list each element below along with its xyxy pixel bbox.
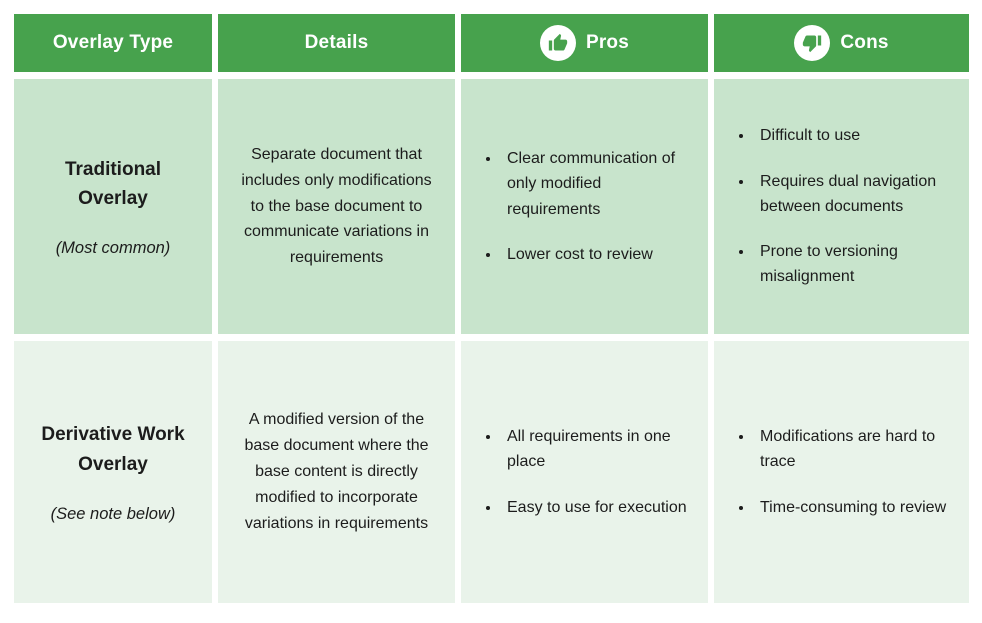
row-derivative-details: A modified version of the base document …	[218, 341, 455, 603]
row-traditional-pros: Clear communication of only modified req…	[461, 79, 708, 334]
row-derivative-pros: All requirements in one place Easy to us…	[461, 341, 708, 603]
header-details: Details	[218, 14, 455, 72]
thumbs-up-icon	[539, 25, 576, 61]
list-item: Time-consuming to review	[754, 495, 957, 520]
header-pros-label: Pros	[585, 32, 630, 53]
overlay-type-title: Traditional Overlay	[64, 158, 162, 209]
overlay-type-note: (Most common)	[55, 239, 171, 258]
list-item: Easy to use for execution	[501, 495, 696, 520]
row-traditional-type: Traditional Overlay (Most common)	[14, 79, 212, 334]
cons-list: Modifications are hard to trace Time-con…	[734, 424, 957, 520]
list-item: Modifications are hard to trace	[754, 424, 957, 475]
thumbs-down-icon	[794, 25, 831, 61]
header-cons-label: Cons	[840, 32, 889, 53]
pros-list: All requirements in one place Easy to us…	[481, 424, 696, 520]
list-item: Clear communication of only modified req…	[501, 146, 696, 222]
list-item: Lower cost to review	[501, 242, 696, 267]
row-traditional-cons: Difficult to use Requires dual navigatio…	[714, 79, 969, 334]
list-item: Difficult to use	[754, 123, 957, 148]
list-item: All requirements in one place	[501, 424, 696, 475]
header-overlay-type-label: Overlay Type	[52, 32, 174, 53]
pros-list: Clear communication of only modified req…	[481, 146, 696, 267]
row-derivative-type: Derivative Work Overlay (See note below)	[14, 341, 212, 603]
header-cons: Cons	[714, 14, 969, 72]
cons-list: Difficult to use Requires dual navigatio…	[734, 123, 957, 289]
row-derivative-cons: Modifications are hard to trace Time-con…	[714, 341, 969, 603]
row-traditional-details: Separate document that includes only mod…	[218, 79, 455, 334]
list-item: Requires dual navigation between documen…	[754, 169, 957, 220]
details-text: A modified version of the base document …	[244, 411, 429, 532]
overlay-type-title: Derivative Work Overlay	[41, 424, 185, 475]
header-pros: Pros	[461, 14, 708, 72]
overlay-type-note: (See note below)	[50, 504, 176, 523]
list-item: Prone to versioning misalignment	[754, 239, 957, 290]
comparison-table: Overlay Type Details Pros Cons Tradition…	[14, 14, 969, 603]
header-details-label: Details	[304, 32, 369, 53]
details-text: Separate document that includes only mod…	[241, 145, 432, 267]
header-overlay-type: Overlay Type	[14, 14, 212, 72]
